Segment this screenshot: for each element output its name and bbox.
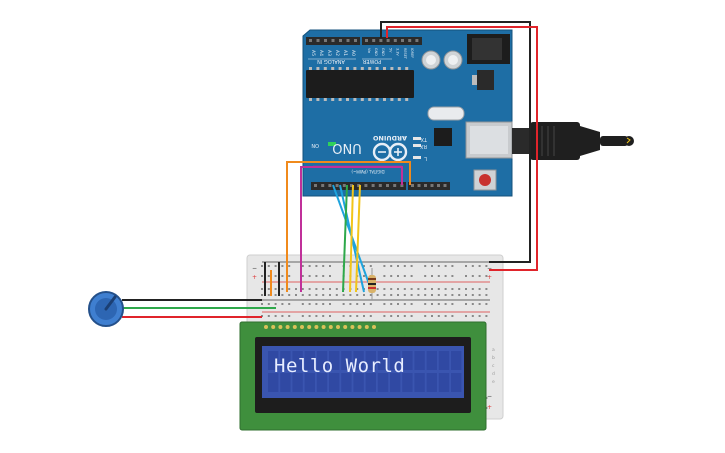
5v-wire[interactable]	[386, 26, 538, 271]
svg-text:+: +	[487, 274, 492, 281]
svg-text:d: d	[492, 371, 495, 377]
atmega-chip	[306, 70, 414, 98]
pot-knob-indicator	[104, 295, 117, 311]
on-led	[328, 142, 336, 146]
analog-pin-label: A0	[350, 50, 356, 56]
potentiometer[interactable]	[88, 291, 124, 327]
svg-text:a: a	[492, 348, 495, 353]
lcd-16x2-module[interactable]: Hello World	[239, 321, 487, 431]
svg-text:+: +	[252, 274, 257, 281]
crystal-oscillator	[427, 106, 465, 121]
analog-pin-label: A5	[310, 50, 316, 56]
analog-pin-label: A4	[318, 50, 324, 56]
power-pin-label: 5V	[388, 48, 392, 53]
rx-led	[413, 144, 421, 147]
power-label: POWER	[362, 58, 381, 64]
gnd-wire[interactable]	[380, 21, 531, 263]
wires[interactable]	[122, 21, 538, 318]
svg-text:e: e	[492, 380, 495, 385]
svg-text:+: +	[487, 404, 492, 411]
l-led	[413, 156, 421, 159]
svg-text:−: −	[252, 265, 257, 272]
data-wire-en[interactable]	[355, 184, 361, 293]
power-pin-label: RESET	[403, 48, 407, 60]
arduino-infinity-logo	[372, 142, 408, 162]
svg-text:−: −	[487, 393, 492, 400]
svg-text:b: b	[492, 355, 495, 361]
power-pin-label: GND	[381, 48, 385, 56]
orange-signal-wire[interactable]	[286, 161, 411, 292]
power-pin-label: IOREF	[410, 48, 414, 58]
data-wire-d6[interactable]	[342, 184, 348, 293]
analog-in-label: ANALOG IN	[317, 58, 345, 64]
rx-label: RX	[420, 143, 427, 149]
on-label: ON	[311, 142, 319, 148]
analog-pin-label: A1	[342, 50, 348, 56]
analog-pin-label: A2	[334, 50, 340, 56]
data-wire-d7[interactable]	[349, 184, 354, 293]
magenta-signal-wire[interactable]	[300, 166, 403, 292]
usb-cable[interactable]	[512, 122, 634, 160]
arduino-brand-label: ARDUINO	[372, 134, 407, 142]
power-pin-label: Vin	[367, 48, 371, 53]
uno-label: UNO	[332, 140, 361, 155]
power-pin-label: GND	[374, 48, 378, 56]
resistor[interactable]	[368, 268, 376, 300]
voltage-regulator	[477, 70, 494, 90]
svg-text:c: c	[492, 364, 495, 369]
analog-pin-label: A3	[326, 50, 332, 56]
digital-label: DIGITAL (PWM~)	[351, 169, 385, 174]
power-pin-label: 3.3V	[396, 48, 400, 56]
usb-chip	[434, 128, 452, 146]
l-label: L	[424, 155, 427, 161]
svg-text:−: −	[487, 265, 492, 272]
tx-led	[413, 137, 421, 140]
lcd-display-text: Hello World	[274, 355, 405, 377]
tx-label: TX	[420, 136, 428, 142]
